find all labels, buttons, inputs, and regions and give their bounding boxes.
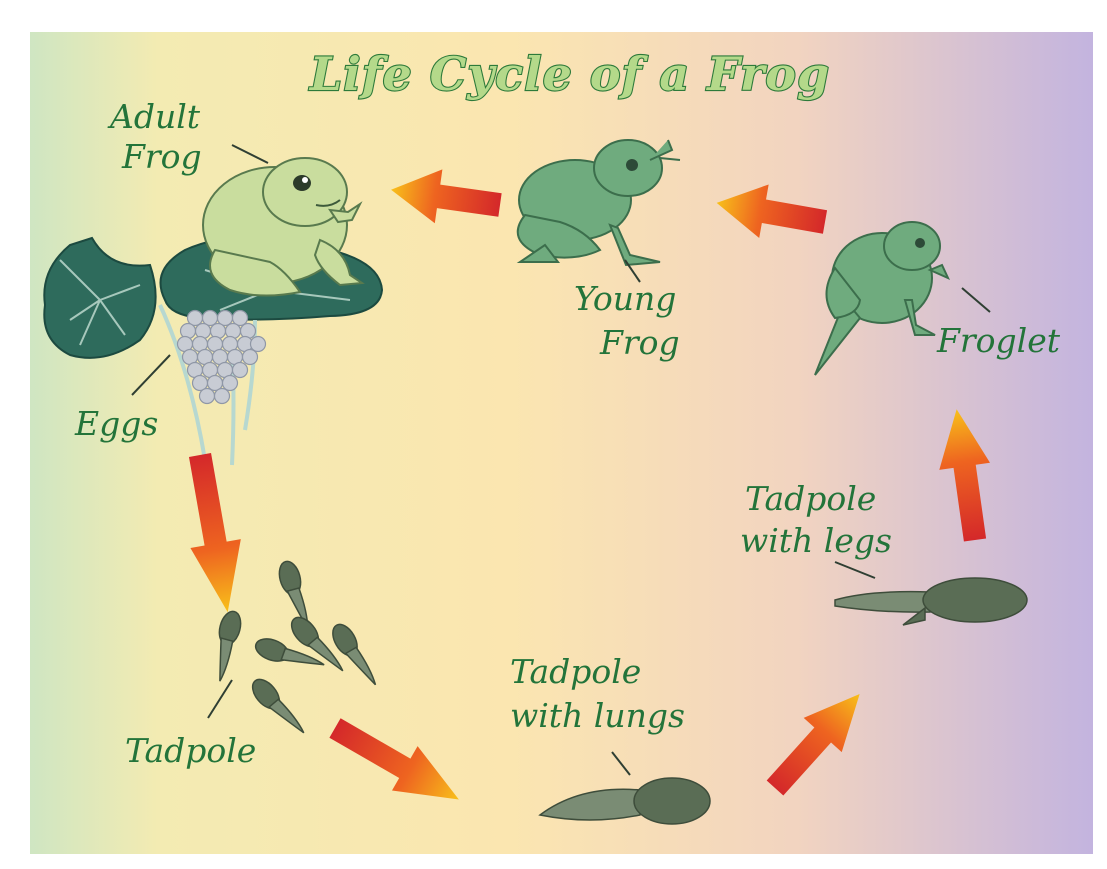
egg xyxy=(243,350,258,365)
label-tadpole-with-lungs: Tadpole xyxy=(510,652,641,691)
egg xyxy=(233,363,248,378)
label-young-frog: Young xyxy=(574,279,676,318)
label-tadpole: Tadpole xyxy=(125,731,256,770)
label-tadpole-with-legs: Tadpole xyxy=(745,479,876,518)
label-adult-frog-line2: Frog xyxy=(121,137,202,176)
egg xyxy=(215,389,230,404)
label-froglet: Froglet xyxy=(936,321,1061,360)
egg xyxy=(200,389,215,404)
label-tadpole-with-legs-line2: with legs xyxy=(740,521,892,560)
label-young-frog-line2: Frog xyxy=(599,323,680,362)
label-adult-frog: Adult xyxy=(107,97,201,136)
label-eggs: Eggs xyxy=(74,404,158,443)
diagram-title: Life Cycle of a Frog xyxy=(308,47,830,101)
egg xyxy=(223,376,238,391)
label-tadpole-with-lungs-line2: with lungs xyxy=(510,696,685,735)
egg xyxy=(251,337,266,352)
